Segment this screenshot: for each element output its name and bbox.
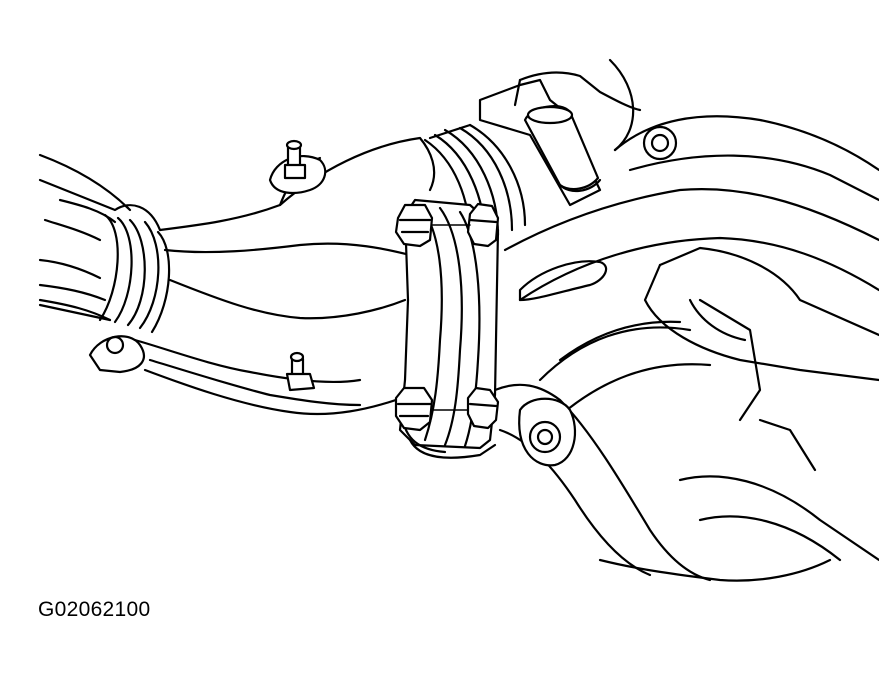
- oxygen-sensor-boss: [478, 78, 602, 207]
- flange-bolt-top-left: [394, 203, 434, 248]
- flange-bolt-bottom-left: [394, 386, 434, 432]
- manifold-bolt-upper: [642, 125, 678, 161]
- exhaust-manifold: [493, 58, 879, 582]
- stud-upper-left: [268, 139, 327, 195]
- figure-id-label: G02062100: [38, 598, 151, 621]
- flange-bolt-top-right: [466, 202, 500, 248]
- manifold-bolt-lower: [518, 397, 577, 467]
- stud-lower-left: [285, 351, 316, 392]
- flange-bolt-bottom-right: [466, 386, 500, 430]
- front-exhaust-pipe: [38, 136, 436, 416]
